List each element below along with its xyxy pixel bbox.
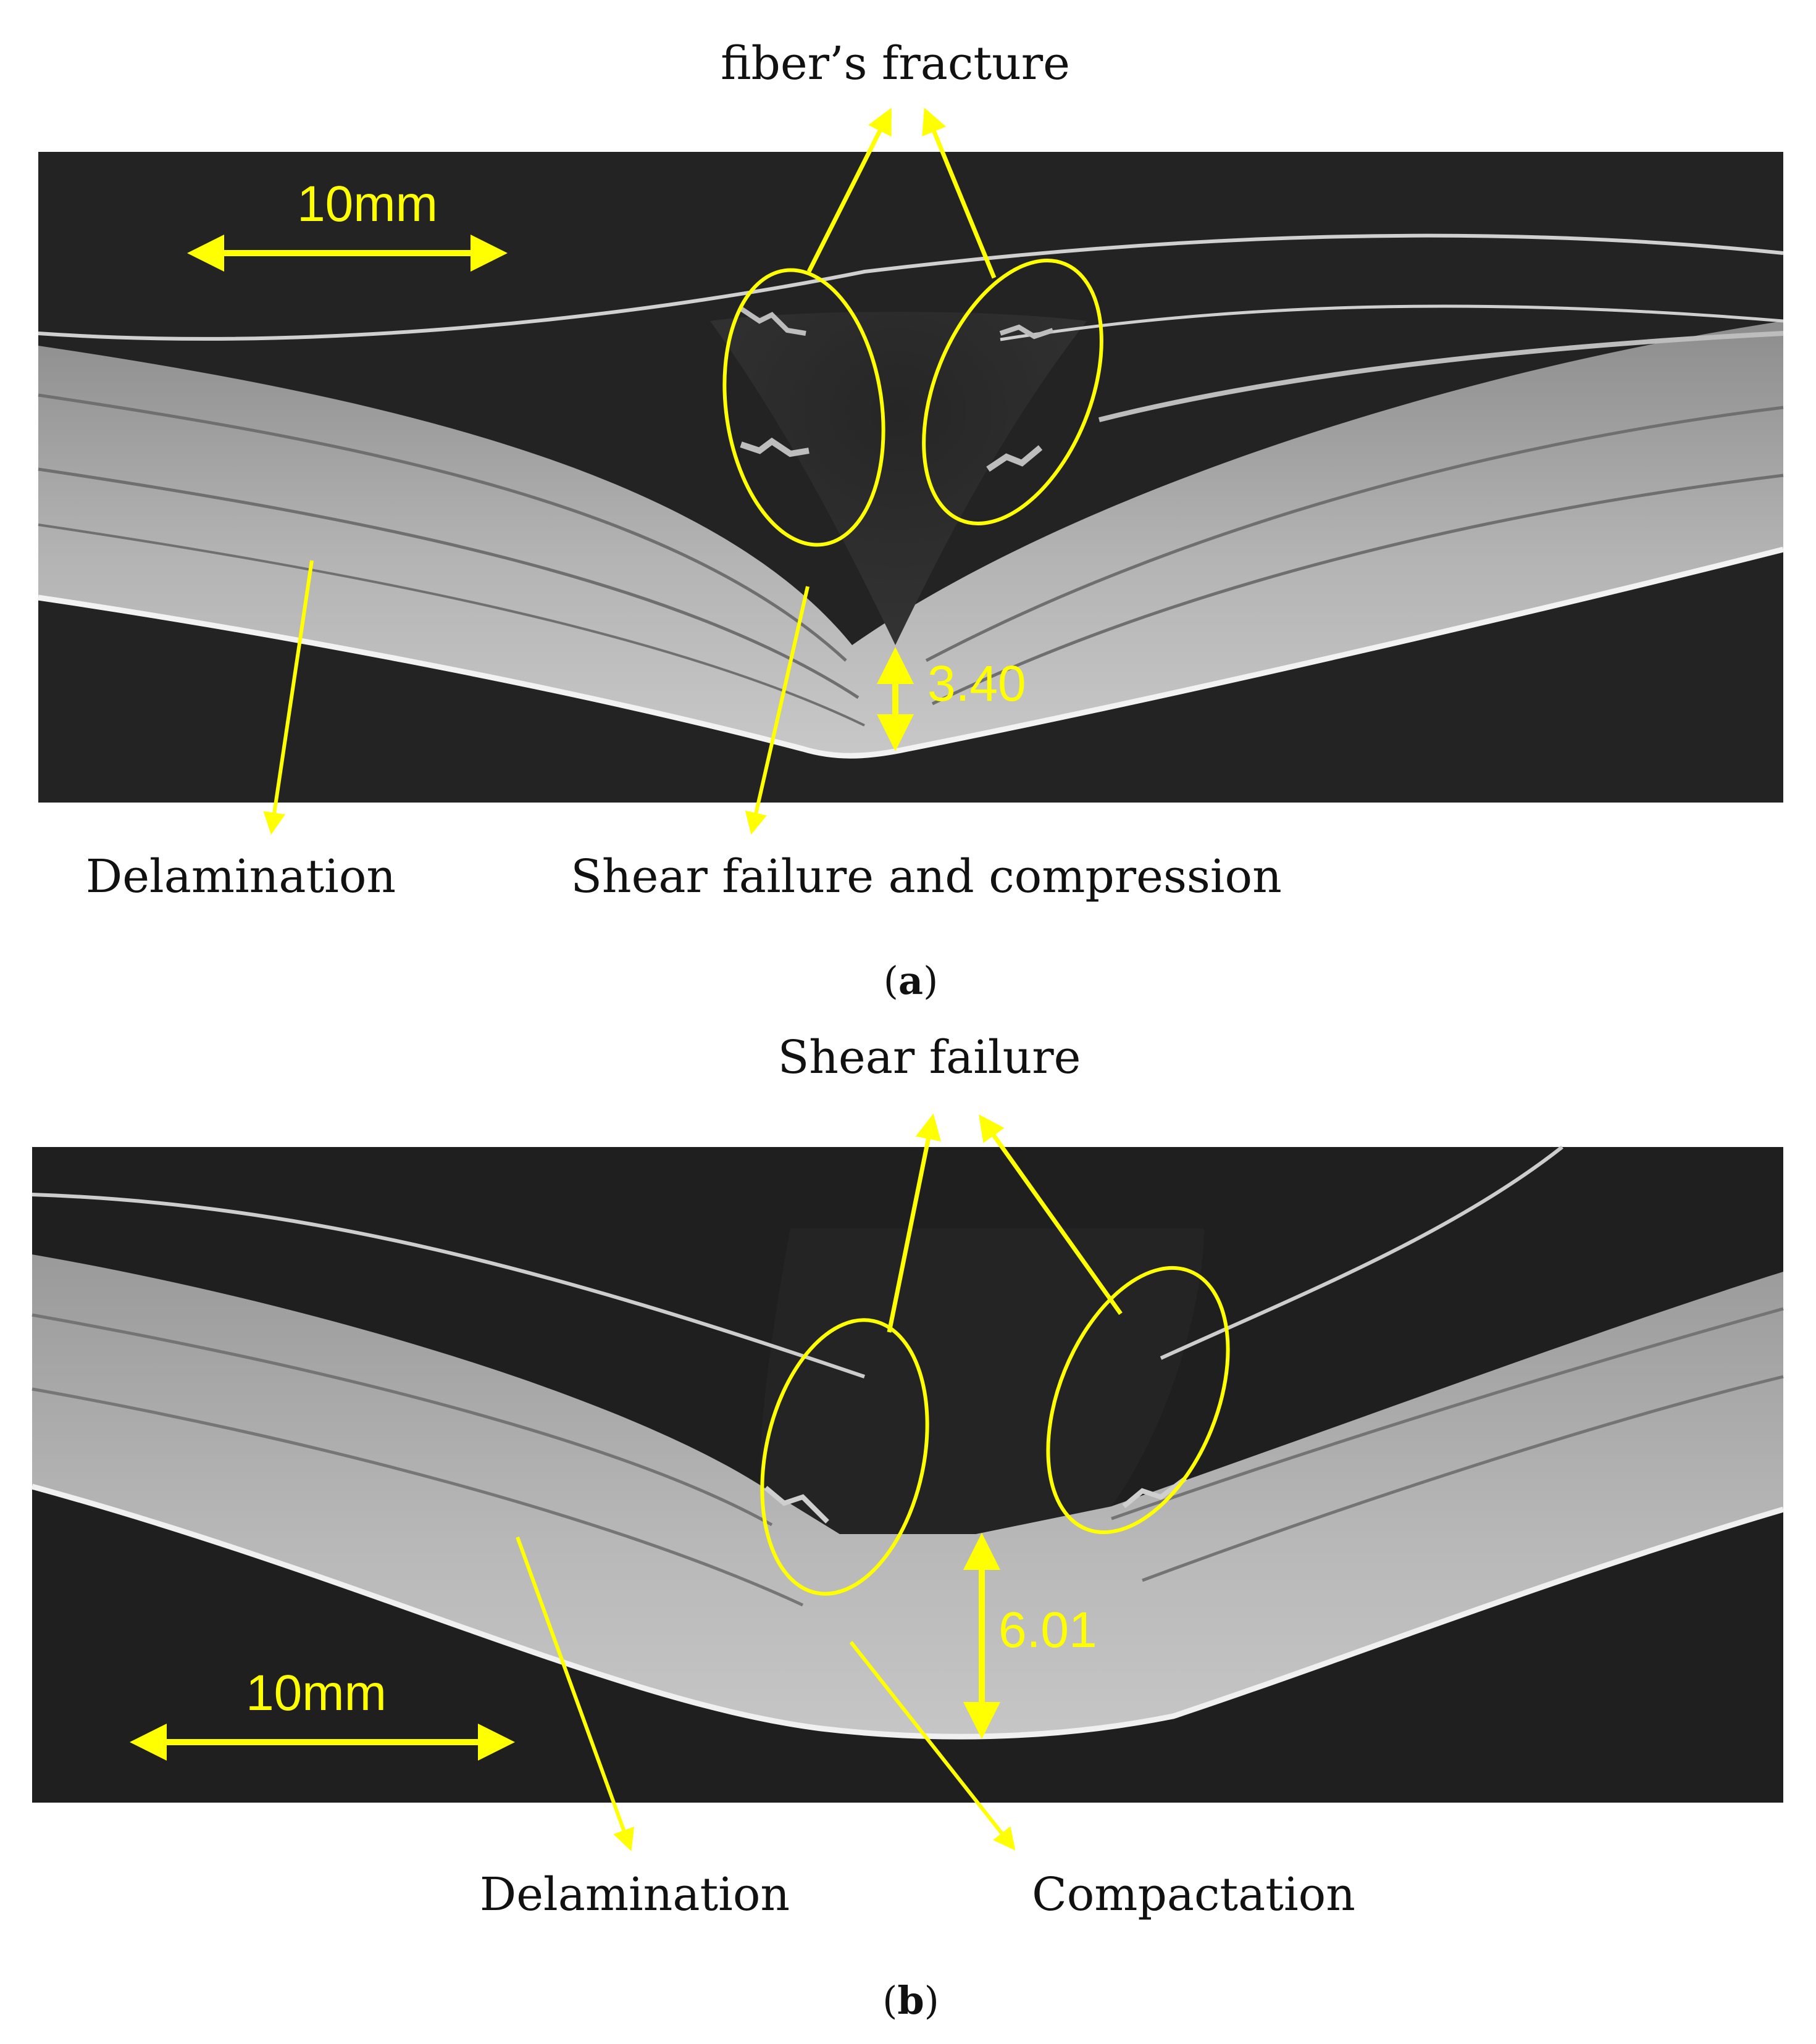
- panel-b-ct-image: [31, 1145, 1785, 1803]
- panel-a-notch-void: [710, 312, 1087, 645]
- panel-a-arrow-fracture-right: [922, 107, 997, 279]
- panel-b-dimension-value: 6.01: [998, 1602, 1097, 1658]
- panel-b-top-annotation: Shear failure: [778, 1031, 1081, 1084]
- panel-b-scale-label: 10mm: [246, 1665, 387, 1721]
- panel-a-arrow-shear: [745, 586, 810, 835]
- panel-a: fiber’s fracture: [38, 37, 1785, 1003]
- panel-a-dimension-value: 3.40: [927, 656, 1026, 712]
- panel-b-notch-void: [759, 1228, 1204, 1534]
- panel-a-arrow-delamination: [263, 560, 314, 835]
- panel-a-left-ellipse: [722, 268, 885, 547]
- panel-a-shear-label: Shear failure and compression: [571, 850, 1282, 903]
- panel-a-label: (a): [884, 958, 939, 1003]
- panel-b-label: (b): [882, 1978, 939, 2023]
- panel-a-ct-image: [38, 152, 1785, 803]
- panel-a-arrow-fracture-left: [806, 107, 892, 273]
- panel-b-arrow-shear-left: [887, 1113, 941, 1333]
- panel-b-delamination-label: Delamination: [480, 1868, 790, 1921]
- panel-a-scale-label: 10mm: [297, 176, 438, 232]
- panel-b-arrow-compactation: [849, 1641, 1016, 1851]
- panel-b-laminate: [32, 1254, 1783, 1737]
- panel-a-laminate: [38, 321, 1783, 757]
- panel-a-right-ellipse: [922, 259, 1103, 525]
- panel-b-arrow-delamination: [516, 1536, 635, 1851]
- panel-b-compactation-label: Compactation: [1032, 1868, 1355, 1921]
- panel-b-right-ellipse: [1046, 1266, 1230, 1535]
- panel-a-delamination-label: Delamination: [86, 850, 396, 903]
- panel-a-top-annotation: fiber’s fracture: [721, 37, 1070, 90]
- panel-b-arrow-shear-right: [979, 1114, 1123, 1316]
- panel-b-left-ellipse: [760, 1318, 929, 1596]
- panel-b: Shear failure 10: [31, 1031, 1785, 2023]
